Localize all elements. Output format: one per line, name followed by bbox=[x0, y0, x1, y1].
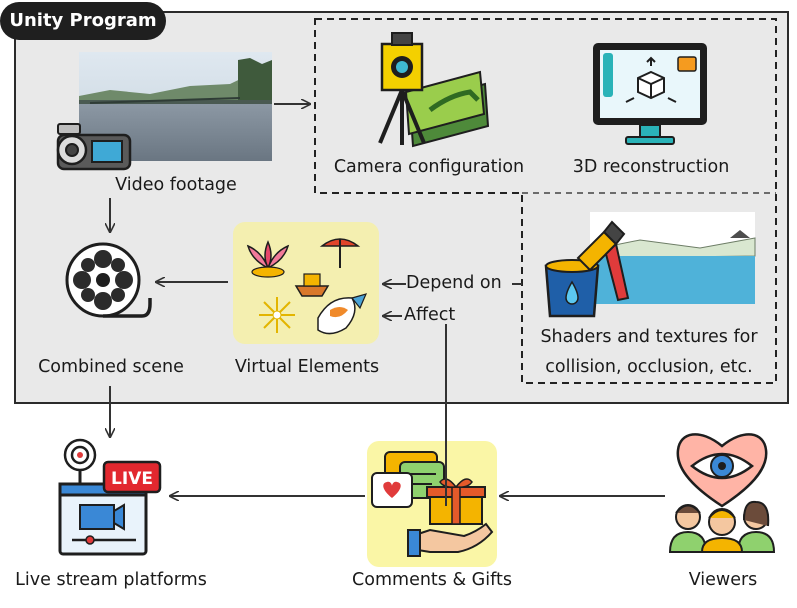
arrows bbox=[110, 104, 665, 506]
paint-bucket-icon bbox=[544, 220, 630, 318]
film-reel-icon bbox=[65, 242, 152, 318]
video-camera-icon bbox=[56, 123, 132, 171]
unity-program-title: Unity Program bbox=[0, 2, 166, 40]
label-depend-on: Depend on bbox=[406, 273, 502, 293]
live-badge-text: LIVE bbox=[111, 469, 153, 489]
label-shaders-line2: collision, occlusion, etc. bbox=[545, 357, 753, 377]
label-viewers: Viewers bbox=[688, 570, 758, 590]
label-camera-configuration: Camera configuration bbox=[333, 157, 525, 177]
label-shaders-line1: Shaders and textures for bbox=[540, 327, 758, 347]
dashed-region bbox=[314, 18, 777, 384]
label-combined-scene: Combined scene bbox=[38, 357, 184, 377]
label-live-stream-platforms: Live stream platforms bbox=[15, 570, 207, 590]
video-footage-photo bbox=[79, 52, 272, 161]
live-stream-platform-icon: LIVE bbox=[58, 438, 162, 556]
virtual-elements-icons bbox=[233, 222, 379, 344]
label-virtual-elements: Virtual Elements bbox=[234, 357, 380, 377]
viewers-icon bbox=[668, 433, 776, 553]
camera-configuration-icon bbox=[378, 32, 490, 148]
comments-gifts-icon bbox=[367, 441, 497, 567]
label-comments-gifts: Comments & Gifts bbox=[352, 570, 512, 590]
label-affect: Affect bbox=[404, 305, 456, 325]
3d-reconstruction-icon bbox=[593, 43, 707, 145]
label-video-footage: Video footage bbox=[115, 175, 237, 195]
label-3d-reconstruction: 3D reconstruction bbox=[572, 157, 730, 177]
